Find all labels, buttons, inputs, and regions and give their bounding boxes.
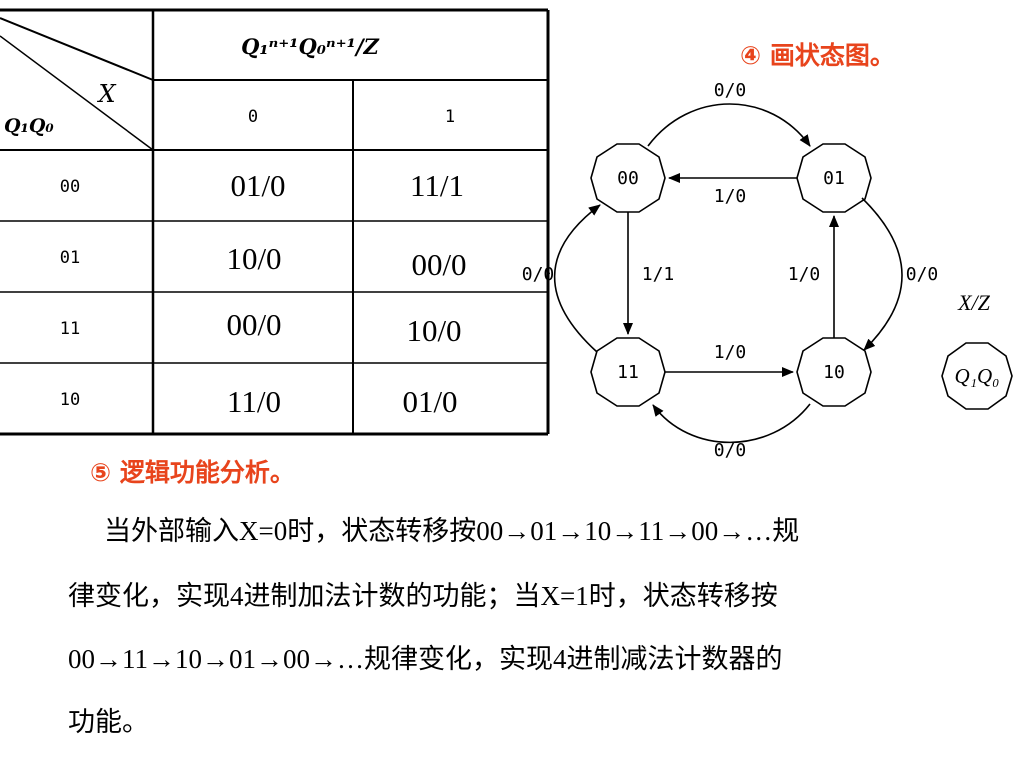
transition-01-to-10 (861, 197, 903, 351)
table-cell-next: 00/0 (226, 307, 281, 342)
analysis-line: 律变化，实现4进制加法计数的功能；当X=1时，状态转移按 (68, 581, 778, 611)
transition-label-top-straight: 1/0 (714, 186, 747, 207)
analysis-line: 当外部输入X=0时，状态转移按00→01→10→11→00→…规 (104, 516, 800, 546)
table-row-state: 00 (60, 177, 80, 197)
table-header-output: Q₁ⁿ⁺¹Q₀ⁿ⁺¹/Z (241, 34, 379, 59)
transition-label-left-arc: 0/0 (522, 264, 555, 285)
analysis-heading: ⑤ 逻辑功能分析。 (90, 458, 295, 487)
table-cell-next: 11/0 (227, 384, 281, 419)
state-node-01: 01 (796, 143, 872, 213)
transition-label-bottom-arc: 0/0 (714, 440, 747, 461)
table-row-state: 11 (60, 319, 80, 339)
state-diagram: 00 01 11 10 0/0 1/0 0/0 1/1 1/0 0/0 1/0 … (522, 80, 1013, 461)
transition-label-right-arc: 0/0 (906, 264, 939, 285)
transition-label-top-arc: 0/0 (714, 80, 747, 101)
table-cell-next: 10/0 (226, 241, 281, 276)
analysis-line: 功能。 (68, 707, 149, 737)
legend-label: X/Z (957, 290, 991, 315)
state-label: 00 (617, 168, 639, 189)
transition-11-to-00 (553, 204, 601, 353)
state-node-00: 00 (590, 143, 666, 213)
table-grid (0, 8, 550, 436)
table-row-state: 10 (60, 390, 80, 410)
table-input-value-0: 0 (248, 107, 258, 127)
table-input-value-1: 1 (445, 107, 455, 127)
table-row-state: 01 (60, 248, 80, 268)
transition-label-right-straight: 1/0 (788, 264, 821, 285)
diagram-heading: ④ 画状态图。 (740, 41, 895, 70)
table-cell-next: 01/0 (402, 384, 457, 419)
transition-10-to-11 (652, 403, 811, 444)
transition-label-left-straight: 1/1 (642, 264, 675, 285)
state-node-10: 10 (796, 337, 872, 407)
analysis-line: 00→11→10→01→00→…规律变化，实现4进制减法计数器的 (68, 644, 783, 674)
transition-00-to-01 (647, 103, 811, 147)
state-label: 11 (617, 362, 639, 383)
table-cell-next: 00/0 (411, 247, 466, 282)
state-label: 01 (823, 168, 845, 189)
table-cell-next: 10/0 (406, 313, 461, 348)
table-header-state: Q₁Q₀ (4, 115, 54, 137)
legend-state-label: Q₁Q₀ (955, 364, 1000, 388)
state-node-11: 11 (590, 337, 666, 407)
transition-label-bottom-straight: 1/0 (714, 342, 747, 363)
table-header-input: X (96, 80, 116, 108)
legend-node: Q₁Q₀ (941, 342, 1013, 410)
state-label: 10 (823, 362, 845, 383)
table-cell-next: 01/0 (230, 168, 285, 203)
table-cell-next: 11/1 (410, 168, 464, 203)
state-transition-table: Q₁ⁿ⁺¹Q₀ⁿ⁺¹/Z X Q₁Q₀ 0 1 00 01/0 11/1 01 … (0, 8, 550, 436)
